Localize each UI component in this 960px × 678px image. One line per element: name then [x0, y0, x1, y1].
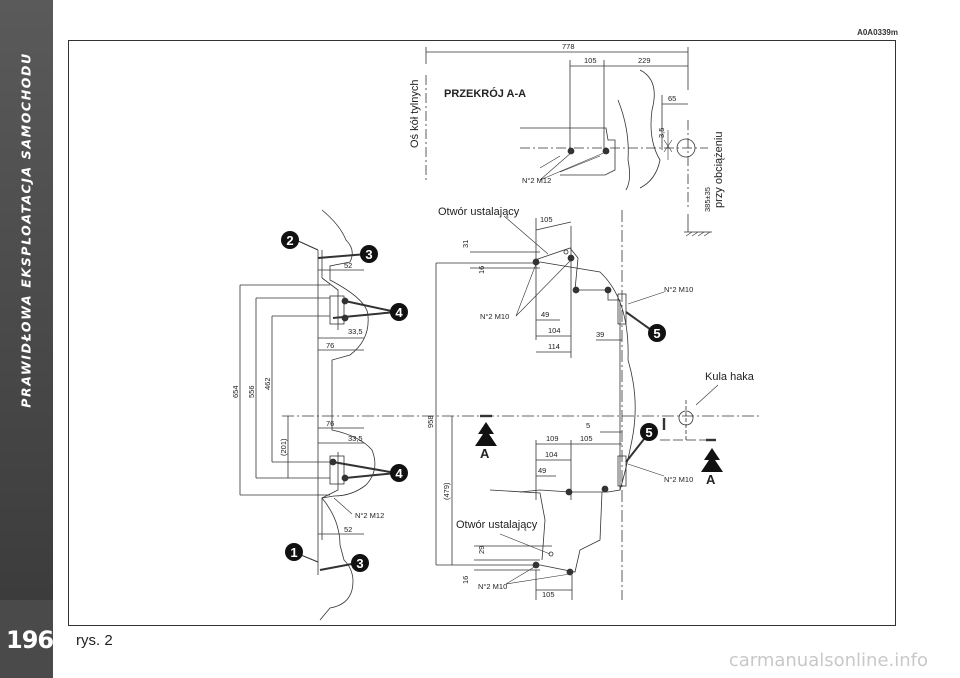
dim-109: 109	[546, 434, 559, 443]
dim-778: 778	[562, 42, 575, 51]
dim-105-mid-top: 105	[540, 215, 553, 224]
dim-958: 958	[426, 415, 435, 428]
dim-5: 5	[586, 421, 590, 430]
callout-3-top: 3	[365, 247, 372, 262]
bolt-label-m10-a: N°2 M10	[480, 312, 509, 321]
dimension-values: 778 105 229 65 3,5 385±35 52 33,5 76 654…	[231, 42, 712, 599]
plan-view	[435, 210, 719, 600]
callout-2: 2	[286, 233, 293, 248]
bolt-labels: N°2 M12 N°2 M12 N°2 M10 N°2 M10 N°2 M10 …	[355, 176, 693, 591]
figure-code: A0A0339m	[857, 28, 898, 37]
dim-49-top: 49	[541, 310, 549, 319]
dim-556: 556	[247, 385, 256, 398]
locating-hole-bottom-label: Otwór ustalający	[456, 519, 538, 531]
bolt-label-m10-d: N°2 M10	[478, 582, 507, 591]
dim-229: 229	[638, 56, 651, 65]
sidebar-band	[0, 0, 53, 600]
dim-385: 385±35	[703, 187, 712, 212]
dim-479: (479)	[442, 482, 451, 500]
page-number: 196	[6, 626, 54, 654]
watermark: carmanualsonline.info	[728, 650, 928, 671]
callout-1: 1	[290, 545, 297, 560]
dim-16-top: 16	[477, 266, 486, 274]
dim-33-5-bottom: 33,5	[348, 434, 363, 443]
dim-462: 462	[263, 377, 272, 390]
section-label: PRZEKRÓJ A-A	[444, 87, 526, 100]
callout-numbers: 2 3 4 4 1 3 5 5	[286, 233, 660, 571]
dim-201: (201)	[279, 438, 288, 456]
bolt-label-m10-b: N°2 M10	[664, 285, 693, 294]
locating-hole-top-label: Otwór ustalający	[438, 206, 520, 218]
section-marker-left: A	[480, 446, 490, 461]
bolt-label-m12-top: N°2 M12	[522, 176, 551, 185]
dim-39: 39	[596, 330, 604, 339]
callouts	[281, 231, 666, 572]
dim-52-top: 52	[344, 261, 352, 270]
dim-104-bottom: 104	[545, 450, 558, 459]
dim-114: 114	[548, 342, 560, 351]
dim-65: 65	[668, 94, 676, 103]
dim-105-bottom: 105	[580, 434, 593, 443]
dim-105-bottom-2: 105	[542, 590, 555, 599]
callout-5-top: 5	[653, 326, 660, 341]
leader-lines	[295, 151, 665, 585]
drawing-labels: PRZEKRÓJ A-A Oś kół tylnych przy obciąże…	[409, 80, 755, 531]
bolt-label-m10-c: N°2 M10	[664, 475, 693, 484]
hitch-ball-label: Kula haka	[705, 371, 755, 383]
figure-frame	[68, 40, 896, 626]
dim-105-top: 105	[584, 56, 597, 65]
figure-caption: rys. 2	[76, 632, 113, 649]
under-load-label: przy obciążeniu	[713, 132, 725, 208]
sidebar: PRAWIDŁOWA EKSPLOATACJA SAMOCHODU 196	[0, 0, 54, 678]
section-marker-right: A	[706, 472, 716, 487]
dim-76-top: 76	[326, 341, 334, 350]
dim-52-bottom: 52	[344, 525, 352, 534]
callout-4-top: 4	[395, 305, 403, 320]
dim-3-5: 3,5	[657, 128, 666, 138]
callout-4-bottom: 4	[395, 466, 403, 481]
dim-31: 31	[461, 240, 470, 248]
dim-33-5-top: 33,5	[348, 327, 363, 336]
dim-76-bottom: 76	[326, 419, 334, 428]
section-arrows	[475, 422, 723, 472]
section-aa-view	[425, 47, 712, 237]
rear-wheel-axis-label: Oś kół tylnych	[409, 80, 421, 148]
callout-3-bottom: 3	[356, 556, 363, 571]
callout-5-bottom: 5	[645, 425, 652, 440]
bolt-label-m12-side: N°2 M12	[355, 511, 384, 520]
side-view	[239, 209, 760, 621]
dim-104-top: 104	[548, 326, 561, 335]
dim-654: 654	[231, 385, 240, 398]
dim-16-bottom: 16	[461, 576, 470, 584]
dim-49-bottom: 49	[538, 466, 546, 475]
dim-29: 29	[477, 546, 486, 554]
